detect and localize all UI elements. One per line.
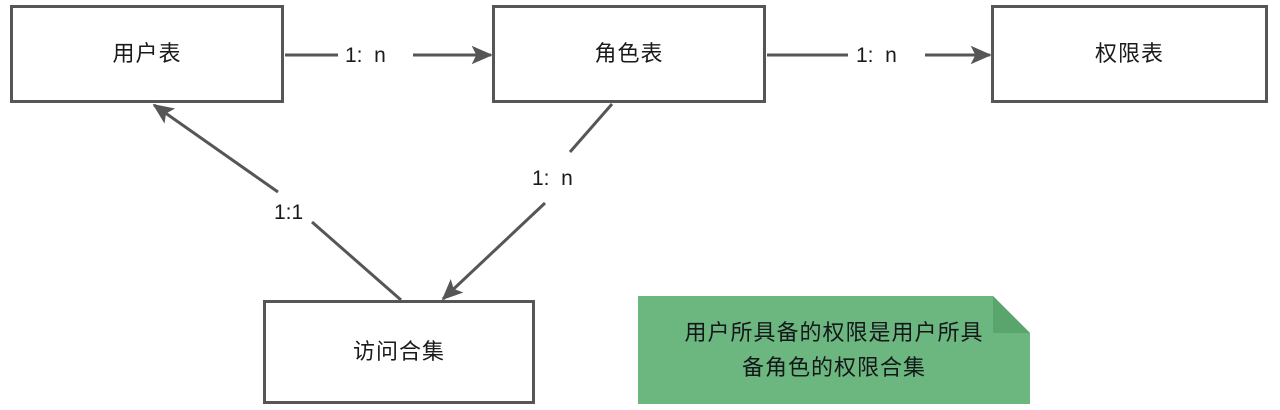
entity-box-access-collection[interactable]: 访问合集 (263, 300, 535, 404)
note-line-2: 备角色的权限合集 (741, 355, 926, 380)
entity-label-permission-table: 权限表 (1094, 41, 1164, 66)
note-shape (638, 296, 1030, 404)
entity-label-role-table: 角色表 (594, 41, 664, 66)
entity-label-user-table: 用户表 (112, 41, 182, 66)
edge-label-role-to-access: 1: n (532, 167, 573, 190)
edge-label-user-to-role: 1: n (345, 44, 386, 67)
note-body (638, 296, 1030, 404)
entity-box-user-table[interactable]: 用户表 (10, 5, 284, 103)
connector-access-to-user-stem (311, 220, 402, 302)
note-line-1: 用户所具备的权限是用户所具 (684, 319, 984, 345)
entity-box-role-table[interactable]: 角色表 (492, 5, 766, 103)
edge-label-role-to-permission: 1: n (856, 44, 897, 67)
edge-label-access-to-user: 1:1 (274, 201, 304, 224)
entity-box-permission-table[interactable]: 权限表 (991, 5, 1268, 103)
entity-label-access-collection: 访问合集 (352, 339, 445, 364)
note-text: 用户所具备的权限是用户所具 备角色的权限合集 (638, 296, 1030, 404)
annotation-note: 用户所具备的权限是用户所具 备角色的权限合集 (638, 296, 1030, 404)
connector-role-to-access-arrow (441, 201, 547, 301)
connector-access-to-user-arrow (152, 103, 279, 194)
note-fold-corner-icon (993, 296, 1030, 333)
connector-role-to-access-stem (568, 103, 614, 153)
